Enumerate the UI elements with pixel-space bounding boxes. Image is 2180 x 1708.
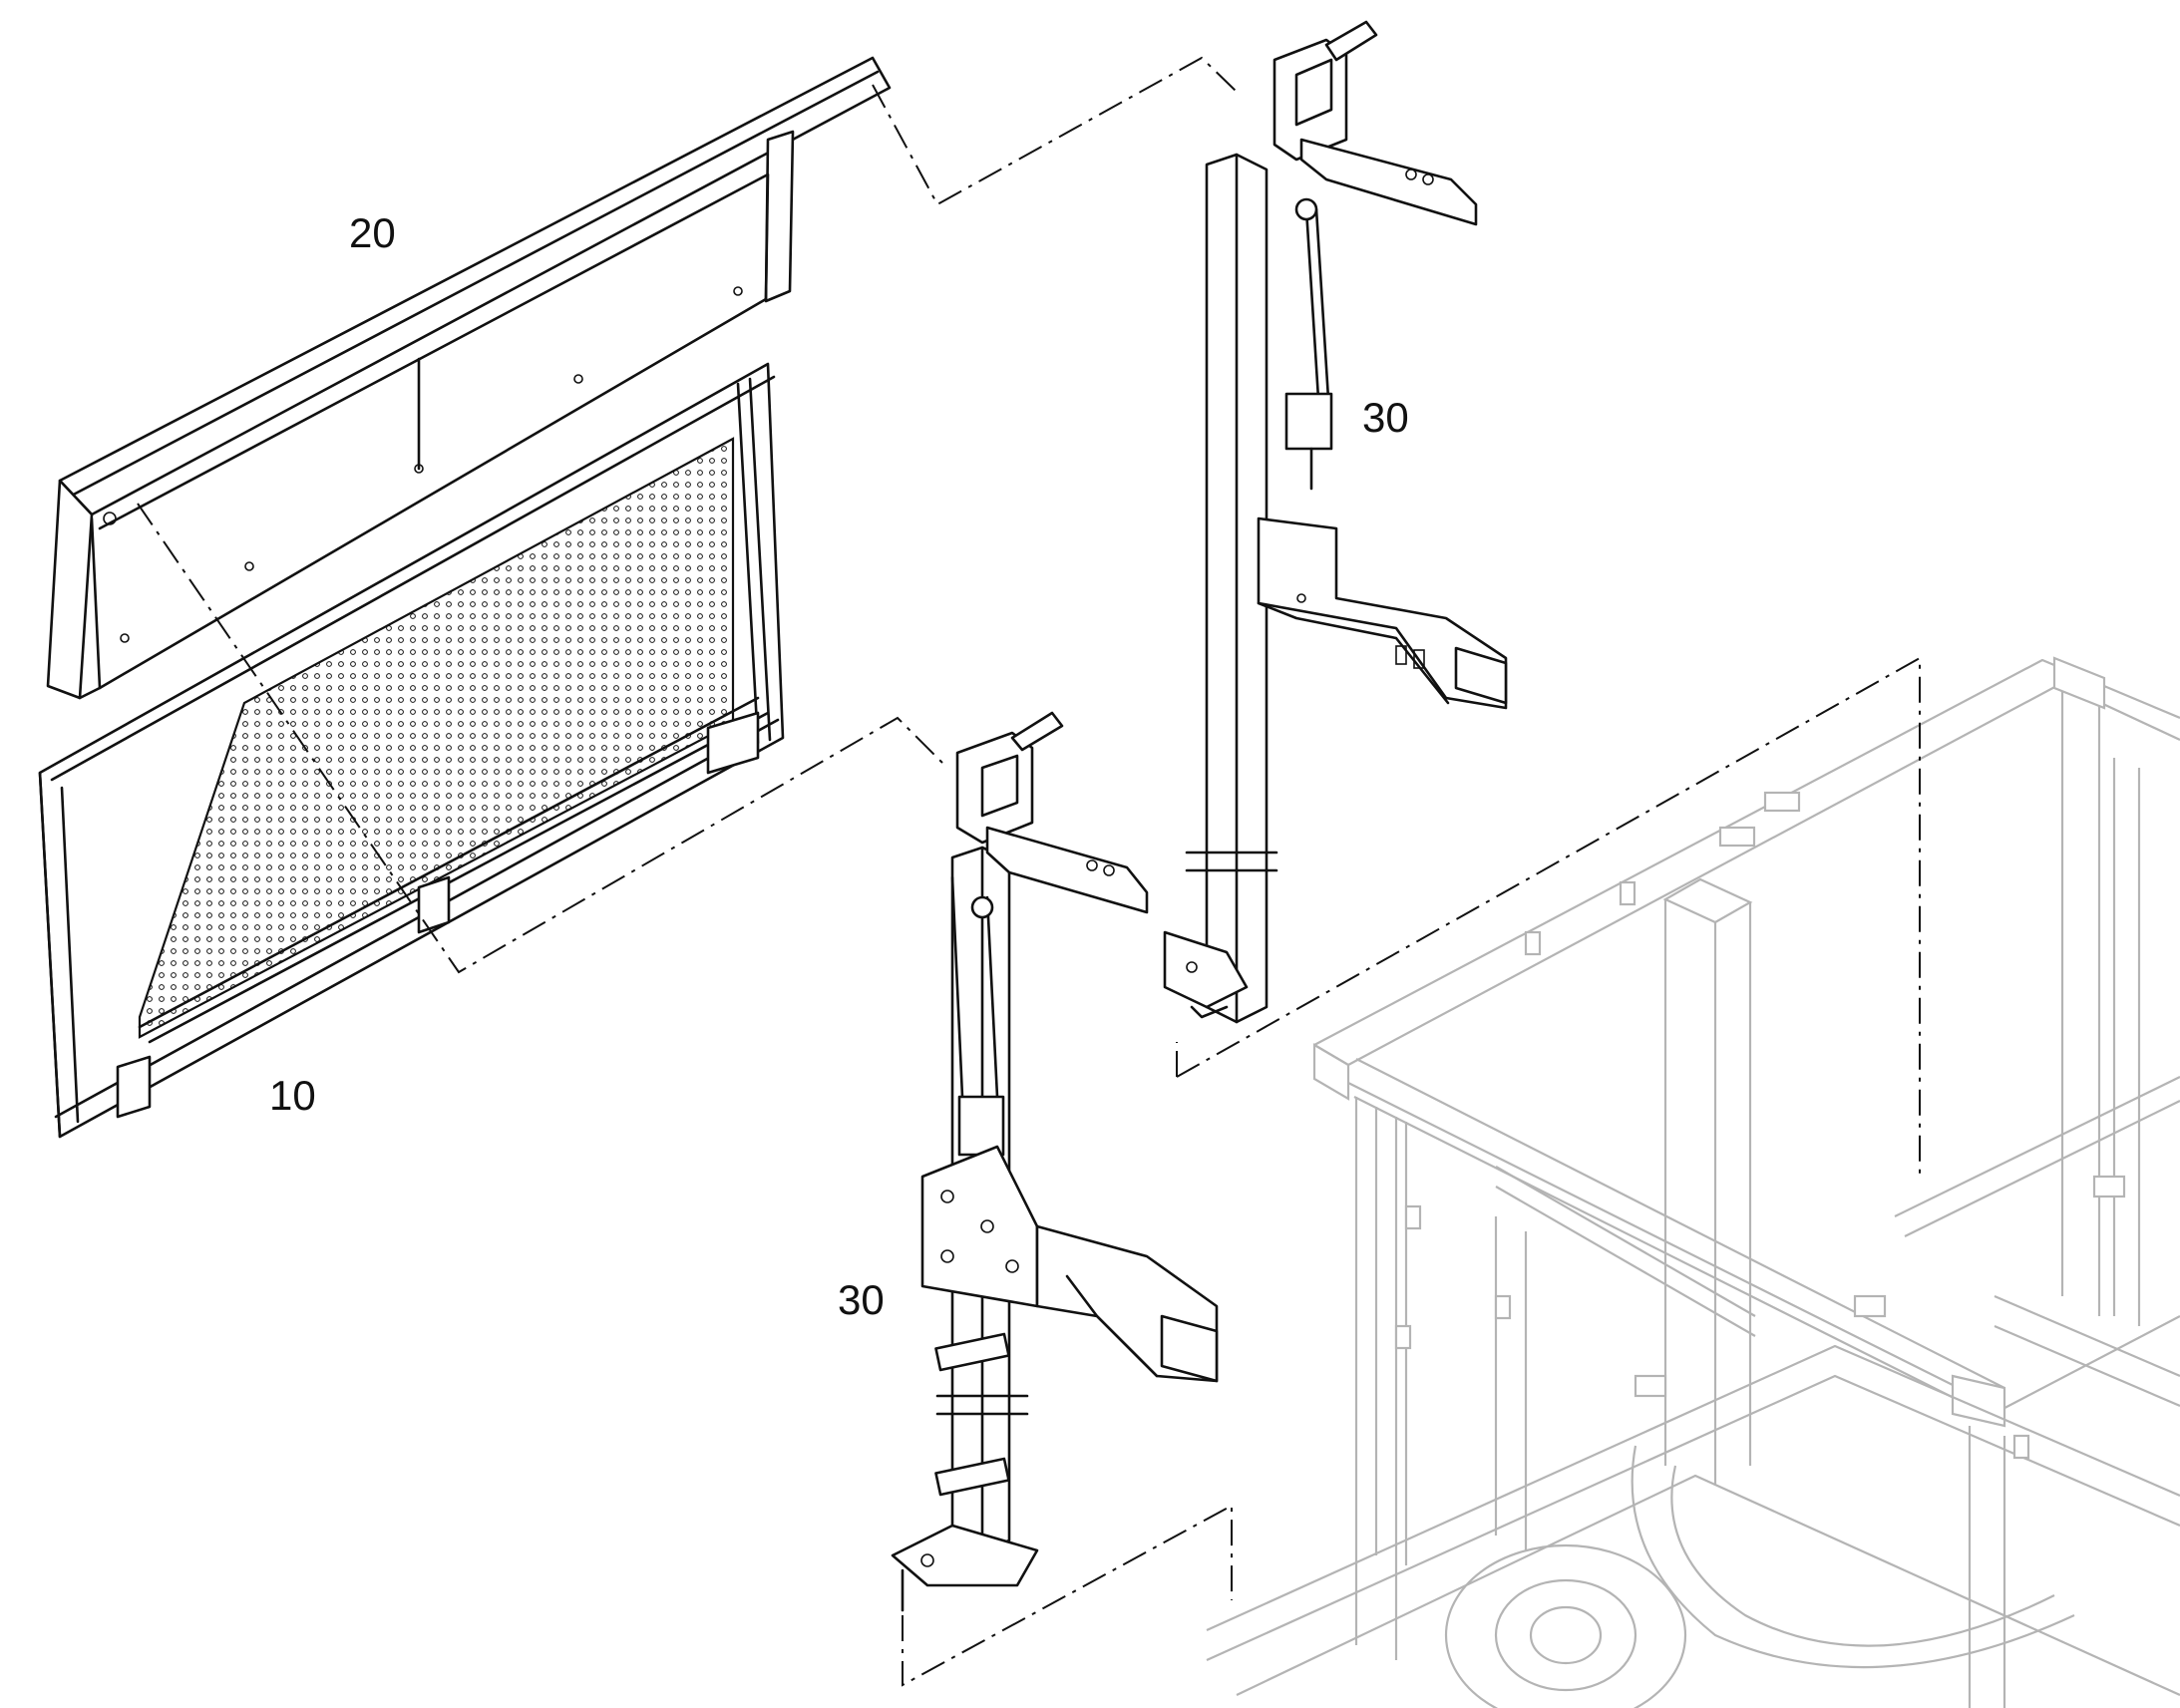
support-arm-upper-part-30 (1163, 20, 1508, 1024)
support-arm-lower-part-30 (891, 711, 1219, 1612)
assembly-centerlines (137, 56, 1921, 1687)
chassis-frame-ghost (1206, 656, 2180, 1708)
upper-panel-part-20 (46, 56, 892, 700)
callout-labels: 20 10 30 30 (269, 209, 1409, 1323)
callout-part-10: 10 (269, 1072, 316, 1119)
callout-part-20: 20 (349, 209, 396, 256)
callout-part-30-lower: 30 (838, 1276, 885, 1323)
mesh-screen-part-10 (38, 362, 785, 1139)
callout-part-30-upper: 30 (1362, 394, 1409, 441)
